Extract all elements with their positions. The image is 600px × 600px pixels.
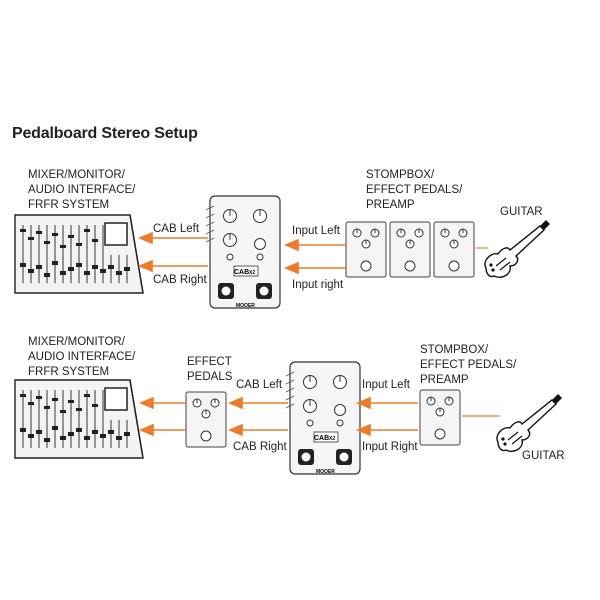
mixer-label-2: MIXER/MONITOR/ AUDIO INTERFACE/ FRFR SYS… <box>28 336 136 378</box>
cab-pedal-2: CAB X2 MOOER <box>285 361 361 475</box>
stomp-pedal-chain-1 <box>345 221 475 278</box>
stompbox-label-1: STOMPBOX/ EFFECT PEDALS/ PREAMP <box>366 169 463 211</box>
input-right-label-2: Input Right <box>362 441 418 453</box>
input-left-label-1: Input Left <box>292 225 340 237</box>
cab-pedal-1: CAB X2 MOOER <box>205 195 281 309</box>
cab-left-label-1: CAB Left <box>153 223 200 235</box>
stompbox-label-2: STOMPBOX/ EFFECT PEDALS/ PREAMP <box>420 344 517 386</box>
cab-model-text-2: CAB <box>314 435 329 442</box>
input-left-label-2: Input Left <box>362 379 410 391</box>
input-right-label-1: Input right <box>292 279 344 291</box>
arrows-setup-2 <box>138 396 418 437</box>
stomp-pedal-2 <box>419 389 461 446</box>
cab-model-text-1: CAB <box>234 269 249 276</box>
brand-text-1: MOOER <box>236 303 255 309</box>
cab-badge-text-1: X2 <box>249 270 255 276</box>
mixer-console-2 <box>14 379 144 459</box>
cab-badge-text-2: X2 <box>329 436 335 442</box>
cab-right-label-2: CAB Right <box>233 441 287 453</box>
mixer-label-1: MIXER/MONITOR/ AUDIO INTERFACE/ FRFR SYS… <box>28 169 136 211</box>
guitar-2 <box>496 393 563 452</box>
effect-pedal-2 <box>185 391 227 448</box>
mixer-console-1 <box>14 214 144 294</box>
cab-right-label-1: CAB Right <box>153 274 207 286</box>
page-title: Pedalboard Stereo Setup <box>12 125 198 142</box>
arrows-setup-1 <box>137 231 346 275</box>
brand-text-2: MOOER <box>316 469 335 475</box>
effect-pedals-label-2: EFFECT PEDALS <box>187 356 233 383</box>
guitar-label-1: GUITAR <box>500 206 543 218</box>
cab-left-label-2: CAB Left <box>236 379 283 391</box>
guitar-1 <box>484 219 551 278</box>
guitar-label-2: GUITAR <box>522 450 565 462</box>
